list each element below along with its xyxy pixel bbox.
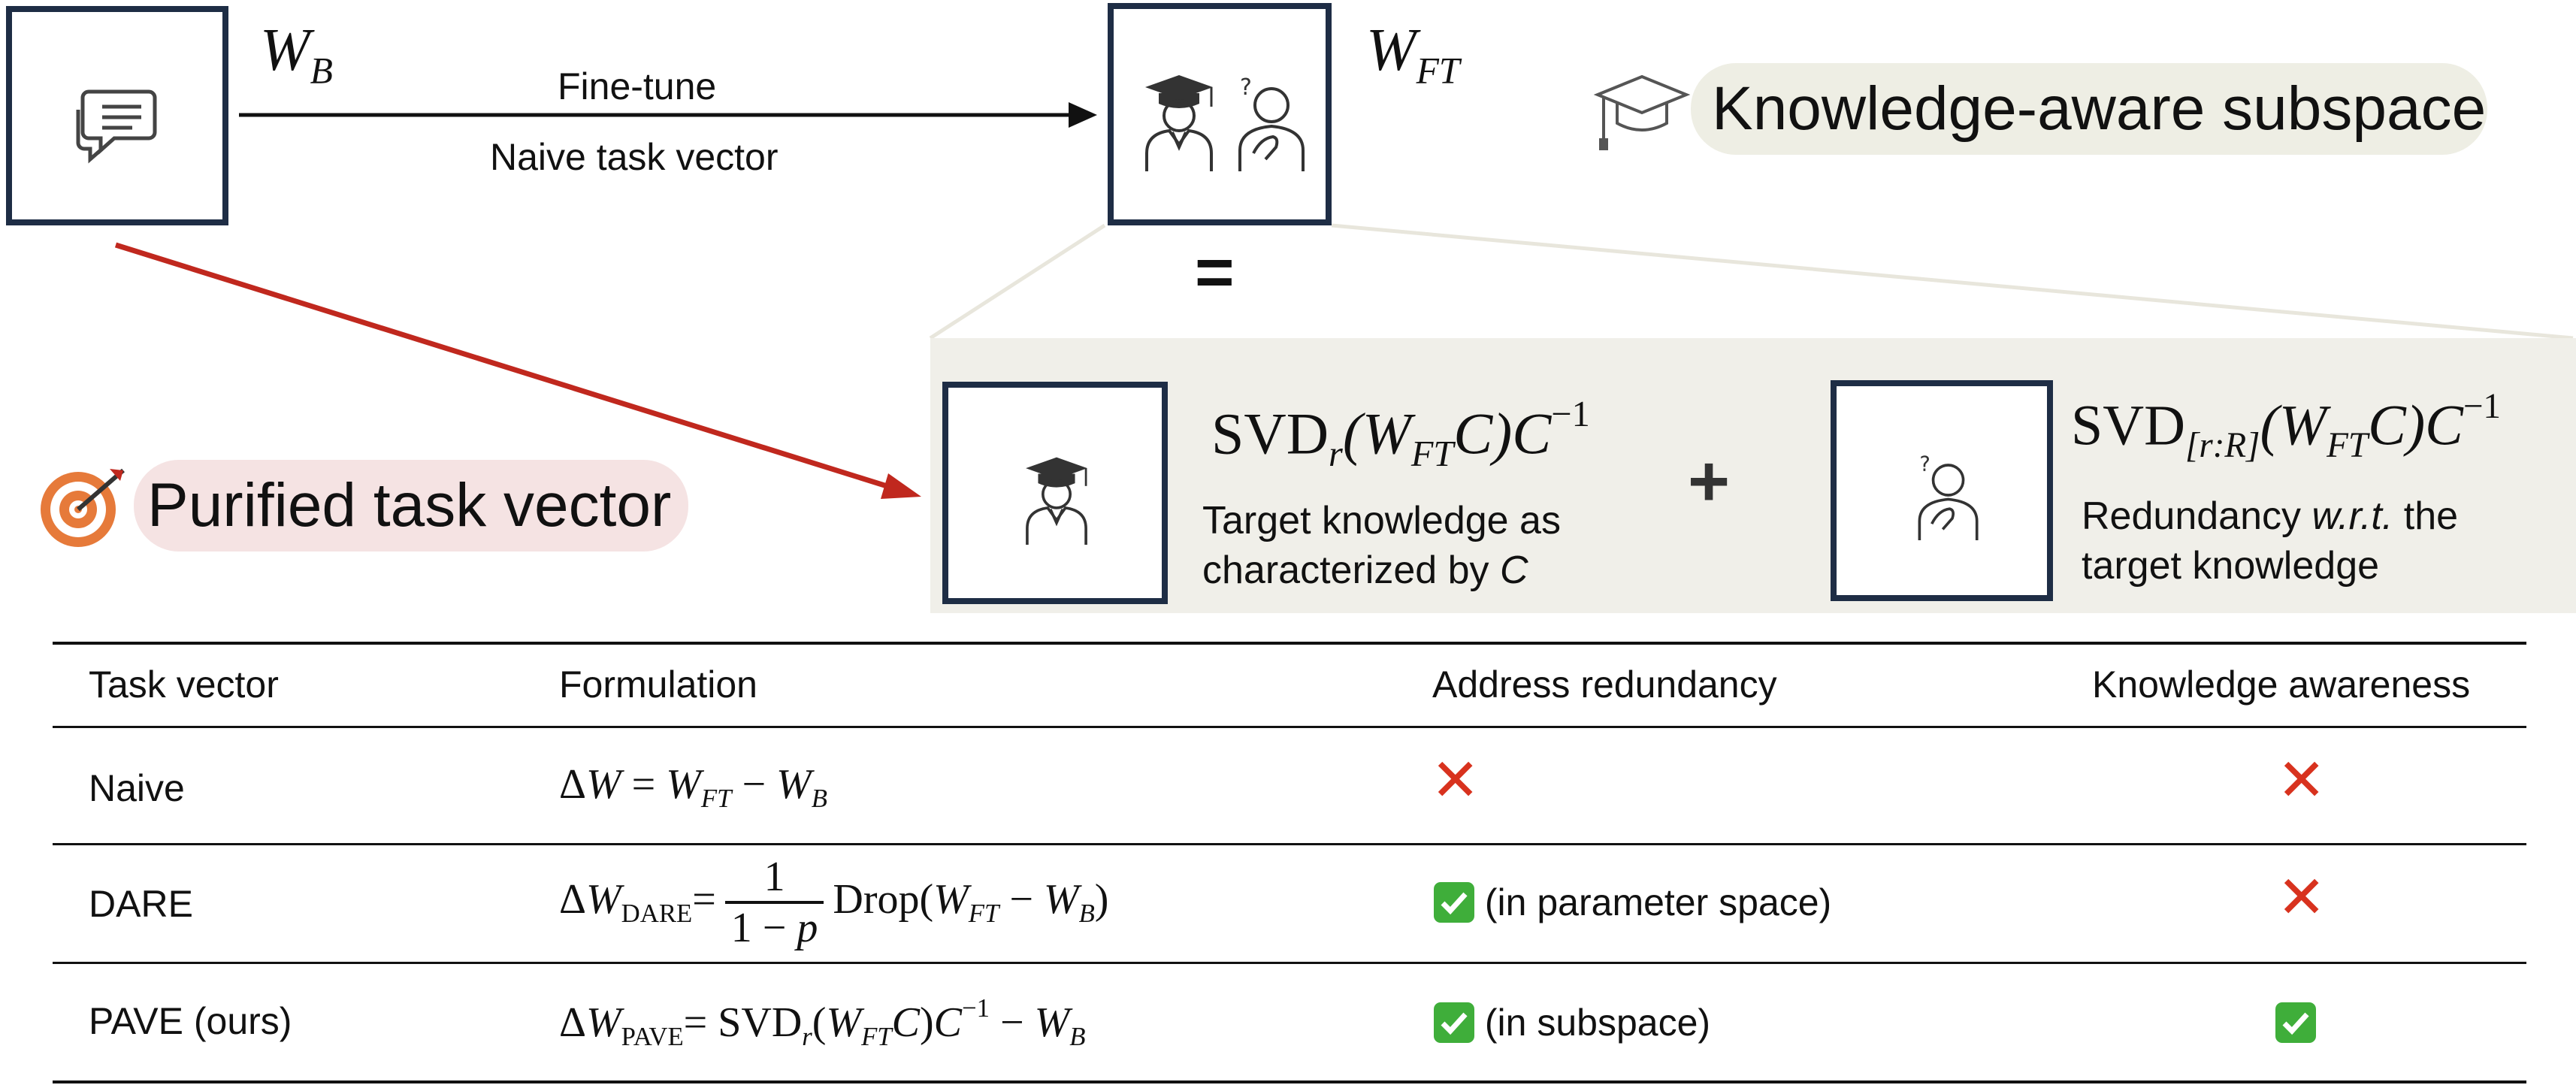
row-naive-formula: ΔW = WFT − WB	[559, 761, 827, 814]
pave-subscript: PAVE	[621, 1022, 684, 1052]
svd-argument: (W	[1342, 400, 1411, 467]
header-address-redundancy: Address redundancy	[1432, 663, 1777, 706]
svg-text:?: ?	[1240, 74, 1252, 101]
svd-operator: SVD	[1211, 400, 1329, 467]
thinking-person-icon: ?	[1238, 74, 1305, 171]
row-pave-redundancy-note: (in subspace)	[1484, 1001, 1711, 1044]
check-icon	[2275, 1002, 2316, 1043]
svg-text:?: ?	[1919, 452, 1930, 476]
target-caption-line2-text: characterized by	[1202, 549, 1500, 592]
dare-subscript: DARE	[621, 899, 693, 929]
table-row-rule-2	[53, 962, 2526, 964]
base-weight-subscript: B	[310, 50, 333, 92]
row-dare-redundancy: (in parameter space)	[1434, 878, 1831, 924]
row-dare-redundancy-note: (in parameter space)	[1484, 881, 1832, 923]
fine-tune-label: Fine-tune	[558, 65, 717, 107]
table-top-rule	[53, 642, 2526, 645]
target-caption-line2: characterized by C	[1202, 546, 1561, 595]
base-model-box	[6, 6, 228, 225]
fine-tuned-weight-label: WFT	[1366, 17, 1460, 92]
inverse-superscript: −1	[1551, 394, 1590, 434]
graduate-icon	[1026, 457, 1087, 545]
row-pave-name: PAVE (ours)	[89, 1000, 292, 1042]
check-icon	[1434, 881, 1474, 923]
redundancy-caption: Redundancy w.r.t. the target knowledge	[2082, 491, 2458, 591]
dare-fraction-numerator: 1	[763, 854, 785, 900]
target-knowledge-formula: SVDr(WFTC)C−1	[1211, 394, 1590, 475]
target-knowledge-caption: Target knowledge as characterized by C	[1202, 496, 1561, 595]
fine-tuned-model-box: ?	[1108, 3, 1332, 225]
knowledge-aware-subspace-title: Knowledge-aware subspace	[1712, 74, 2487, 143]
svd-argument-subscript: FT	[2327, 425, 2369, 465]
svd-argument-rest: C)C	[2368, 394, 2463, 458]
equals-sign: =	[1195, 235, 1235, 310]
thinking-person-icon: ?	[1918, 452, 1979, 540]
base-weight-label: WB	[260, 17, 333, 92]
redundancy-caption-em: w.r.t.	[2311, 494, 2393, 538]
table-header-rule	[53, 726, 2526, 728]
mortarboard-icon	[1593, 74, 1691, 150]
table-bottom-rule	[53, 1080, 2526, 1083]
table-row-rule-1	[53, 843, 2526, 845]
svd-rank-subscript: r	[1329, 434, 1343, 475]
naive-task-vector-label: Naive task vector	[490, 136, 779, 178]
purified-task-vector-pill: Purified task vector	[134, 460, 688, 552]
target-caption-line1: Target knowledge as	[1202, 499, 1561, 542]
graduate-icon	[1145, 75, 1213, 171]
check-icon	[1434, 1002, 1474, 1043]
fine-tune-arrow-line	[239, 102, 1097, 128]
svd-argument: (W	[2260, 394, 2327, 458]
row-naive-redundancy-cross-icon: ✕	[1431, 747, 1480, 814]
row-naive-name: Naive	[89, 767, 185, 809]
fine-tuned-weight-symbol: W	[1366, 17, 1416, 83]
redundancy-caption-pre: Redundancy	[2082, 494, 2312, 538]
base-weight-symbol: W	[260, 17, 310, 83]
row-pave-redundancy: (in subspace)	[1434, 998, 1710, 1044]
header-knowledge-awareness: Knowledge awareness	[2092, 663, 2471, 706]
fine-tuned-weight-subscript: FT	[1416, 50, 1460, 92]
row-pave-formula: ΔWPAVE= SVDr(WFTC)C−1 − WB	[559, 993, 1086, 1052]
row-dare-awareness-cross-icon: ✕	[2277, 864, 2327, 932]
header-formulation: Formulation	[559, 663, 757, 706]
row-pave-awareness	[2275, 998, 2316, 1043]
decomposition-panel	[930, 338, 2576, 613]
redundancy-caption-post: the	[2393, 494, 2459, 538]
svd-argument-subscript: FT	[1410, 434, 1454, 475]
row-dare-name: DARE	[89, 883, 193, 925]
row-dare-formula: ΔWDARE= 1 1 − p Drop(WFT − WB)	[559, 854, 1109, 951]
header-task-vector: Task vector	[89, 663, 279, 706]
target-knowledge-box	[942, 382, 1168, 604]
svd-operator: SVD	[2071, 394, 2186, 458]
redundancy-caption-line1: Redundancy w.r.t. the	[2082, 491, 2458, 541]
target-icon	[41, 468, 125, 547]
knowledge-aware-subspace-pill: Knowledge-aware subspace	[1691, 63, 2487, 155]
target-caption-var: C	[1499, 549, 1528, 592]
svd-range-subscript: [r:R]	[2185, 425, 2260, 465]
redundancy-box: ?	[1831, 380, 2053, 601]
redundancy-caption-line2: target knowledge	[2082, 544, 2380, 588]
purified-task-vector-title: Purified task vector	[147, 471, 672, 539]
chat-icon	[76, 89, 157, 164]
plus-sign: +	[1688, 441, 1731, 521]
svd-argument-rest: C)C	[1453, 400, 1552, 467]
inverse-superscript: −1	[2463, 387, 2501, 426]
redundancy-formula: SVD[r:R](WFTC)C−1	[2071, 386, 2501, 466]
row-naive-awareness-cross-icon: ✕	[2277, 747, 2327, 814]
